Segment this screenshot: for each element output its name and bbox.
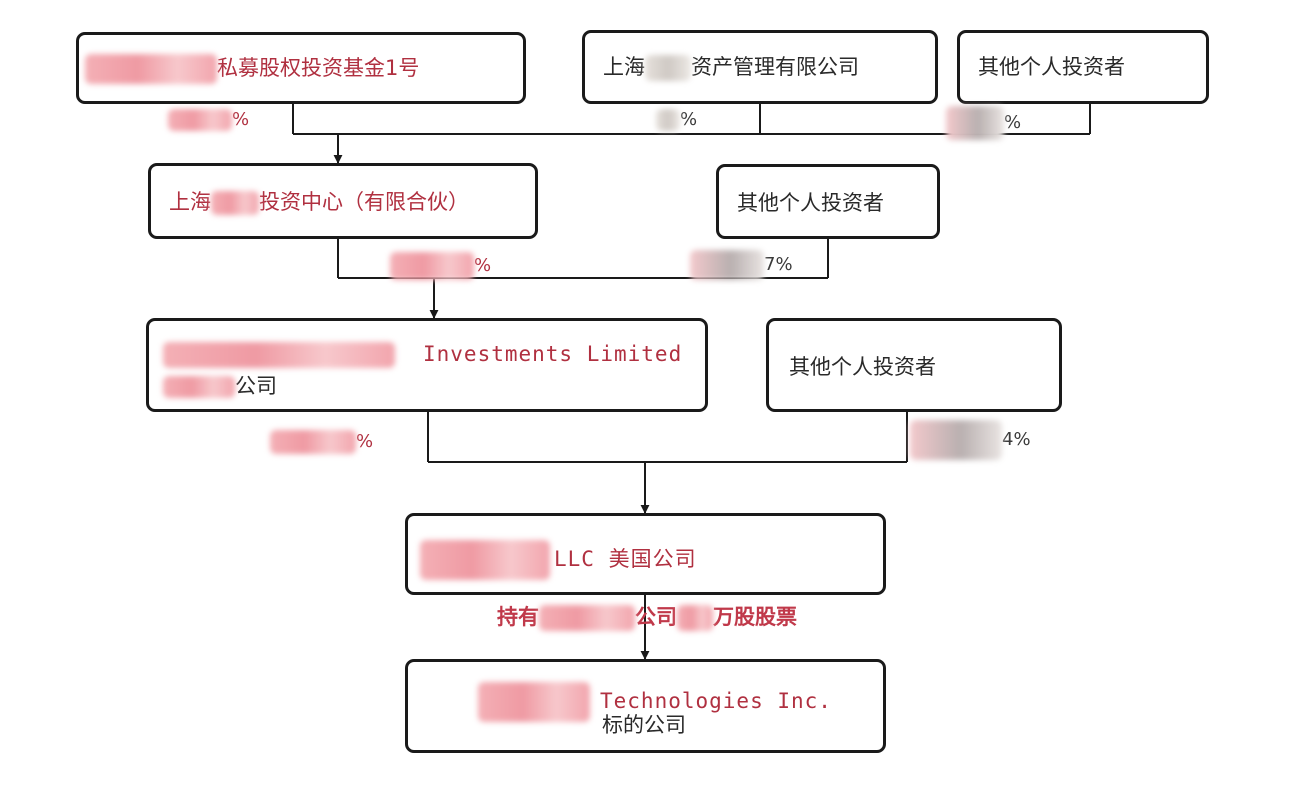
node-investment-center: 上海 投资中心（有限合伙） <box>148 163 538 239</box>
redacted-pct-other-investors-2 <box>690 250 764 280</box>
redacted-holding-company <box>539 605 635 631</box>
redacted-holding-amount <box>677 605 713 631</box>
node-llc: LLC 美国公司 <box>405 513 886 595</box>
holding-middle: 公司 <box>635 605 677 629</box>
node-target-cn: 标的公司 <box>602 713 686 737</box>
node-llc-label: LLC 美国公司 <box>554 547 697 571</box>
holding-suffix: 万股股票 <box>713 605 797 629</box>
node-target-company: Technologies Inc. 标的公司 <box>405 659 886 753</box>
holding-annotation: 持有 公司 万股股票 <box>497 603 797 631</box>
node-other-investors-2: 其他个人投资者 <box>716 164 940 239</box>
node-fund-label: 私募股权投资基金1号 <box>217 56 420 80</box>
node-investments-limited-en: Investments Limited <box>423 342 683 366</box>
node-other-investors-1-label: 其他个人投资者 <box>978 55 1125 79</box>
node-asset-management-prefix: 上海 <box>603 55 645 79</box>
redacted-investments-limited-name <box>163 342 395 368</box>
node-investments-limited: Investments Limited 公司 <box>146 318 708 412</box>
pct-investment-center: % <box>390 252 491 280</box>
node-investment-center-label: 投资中心（有限合伙） <box>259 190 469 214</box>
redacted-target-name <box>478 682 590 722</box>
node-other-investors-2-label: 其他个人投资者 <box>737 191 884 215</box>
redacted-pct-other-investors-1 <box>946 106 1004 140</box>
node-investment-center-prefix: 上海 <box>169 190 211 214</box>
pct-investments-limited: % <box>270 430 373 454</box>
pct-other-investors-3: 4% <box>910 420 1031 460</box>
redacted-llc-name <box>420 540 550 580</box>
holding-prefix: 持有 <box>497 605 539 629</box>
pct-other-investors-1: % <box>946 106 1021 140</box>
redacted-pct-investments-limited <box>270 430 356 454</box>
node-target-en: Technologies Inc. <box>600 689 832 713</box>
node-asset-management-label: 资产管理有限公司 <box>691 55 859 79</box>
pct-other-investors-2: 7% <box>690 250 793 280</box>
redacted-asset-management-name <box>645 55 691 81</box>
redacted-pct-investment-center <box>390 252 474 280</box>
redacted-pct-fund <box>168 109 232 131</box>
node-other-investors-3: 其他个人投资者 <box>766 318 1062 412</box>
node-other-investors-3-label: 其他个人投资者 <box>789 355 936 379</box>
redacted-investments-limited-name-2 <box>163 376 235 398</box>
redacted-fund-name <box>85 54 217 84</box>
node-investments-limited-cn: 公司 <box>235 374 277 398</box>
node-fund: 私募股权投资基金1号 <box>76 32 526 104</box>
pct-fund: % <box>168 108 249 132</box>
redacted-pct-other-investors-3 <box>910 420 1002 460</box>
node-other-investors-1: 其他个人投资者 <box>957 30 1209 104</box>
pct-asset-management: % <box>656 108 697 132</box>
redacted-investment-center-name <box>211 191 259 215</box>
redacted-pct-asset-management <box>656 109 680 131</box>
node-asset-management: 上海 资产管理有限公司 <box>582 30 938 104</box>
